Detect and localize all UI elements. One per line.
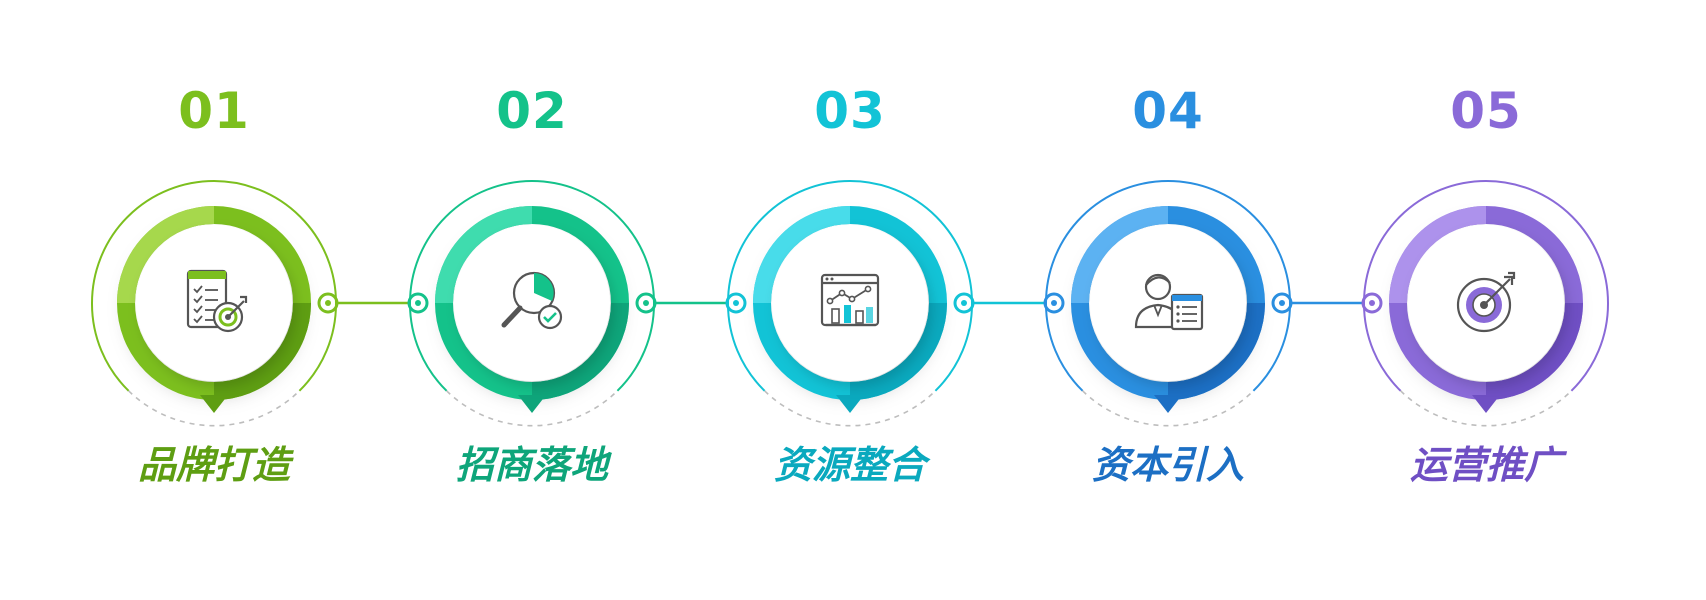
brand-target-checklist-icon: [186, 269, 248, 333]
magnifier-check-icon: [501, 271, 563, 330]
connector-lines: [317, 292, 1383, 314]
dashed-arc: [128, 390, 300, 427]
pointer-triangle: [1472, 395, 1500, 413]
dashed-arc: [764, 390, 936, 427]
step-03: 03 资源整合: [726, 82, 974, 487]
inner-disc: [1090, 225, 1246, 381]
inner-disc: [136, 225, 292, 381]
step-04: 04 资本引入: [1044, 82, 1292, 487]
connector-node: [635, 292, 657, 314]
step-title: 资源整合: [774, 443, 931, 487]
pointer-triangle: [200, 395, 228, 413]
outer-ring-arc: [1045, 180, 1291, 304]
inner-disc: [772, 225, 928, 381]
connector-node: [953, 292, 975, 314]
outer-ring-arc: [91, 180, 337, 304]
outer-ring-arc: [409, 180, 655, 304]
step-title: 资本引入: [1092, 443, 1244, 487]
step-number: 01: [178, 82, 250, 140]
dashed-arc: [1400, 390, 1572, 427]
step-number: 03: [814, 82, 886, 140]
connector-node: [1361, 292, 1383, 314]
pointer-triangle: [1154, 395, 1182, 413]
connector-node: [407, 292, 429, 314]
outer-ring-arc: [727, 180, 973, 304]
pointer-triangle: [518, 395, 546, 413]
step-05: 05 运营推广: [1362, 82, 1610, 487]
bullseye-target-icon: [1456, 271, 1516, 333]
steps-layer: 01 品牌打造 02 招商落地 03 资源整合 04 资本引入 05 运营推广: [90, 82, 1610, 487]
step-title: 招商落地: [456, 443, 613, 487]
step-title: 品牌打造: [138, 443, 294, 487]
connector-node: [1271, 292, 1293, 314]
pointer-triangle: [836, 395, 864, 413]
connector-node: [725, 292, 747, 314]
analytics-chart-icon: [820, 273, 880, 327]
step-title: 运营推广: [1410, 443, 1568, 487]
step-number: 04: [1132, 82, 1204, 140]
dashed-arc: [1082, 390, 1254, 427]
step-number: 02: [496, 82, 568, 140]
step-number: 05: [1450, 82, 1522, 140]
outer-ring-arc: [1363, 180, 1609, 304]
step-01: 01 品牌打造: [90, 82, 338, 487]
connector-node: [317, 292, 339, 314]
connector-node: [1043, 292, 1065, 314]
investor-document-icon: [1134, 273, 1204, 331]
dashed-arc: [446, 390, 618, 427]
step-02: 02 招商落地: [408, 82, 656, 487]
